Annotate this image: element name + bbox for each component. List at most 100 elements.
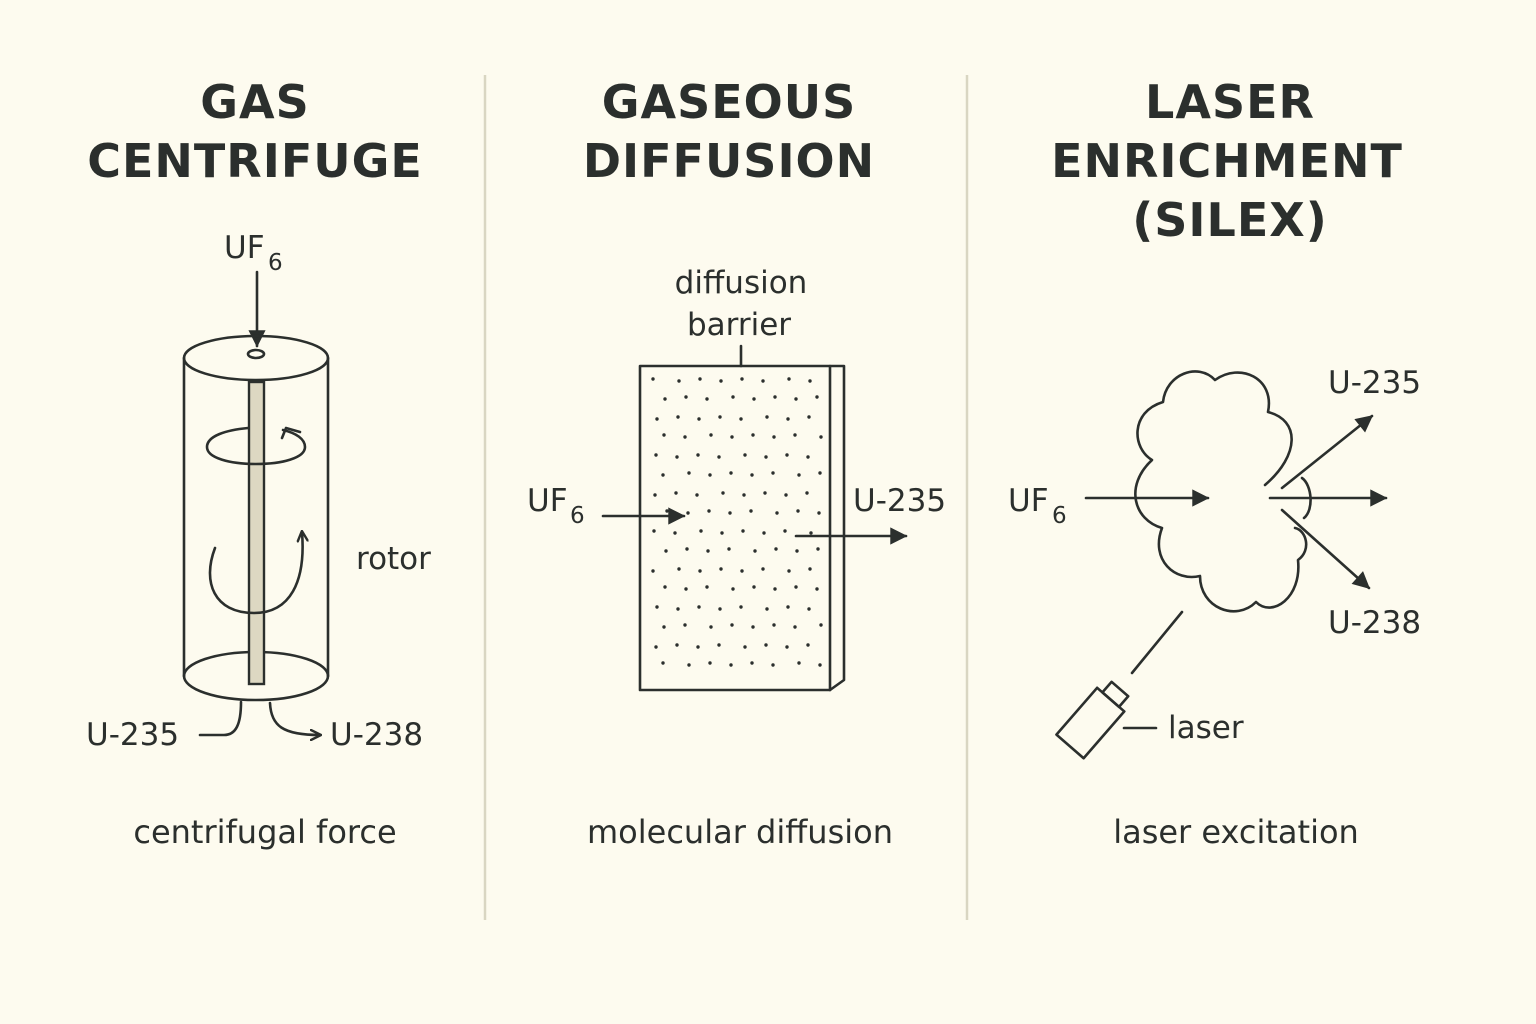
feed-subscript: 6 [570, 503, 585, 529]
barrier-pore-dot [665, 509, 669, 513]
barrier-pore-dot [730, 435, 734, 439]
barrier-pore-dot [771, 663, 775, 667]
barrier-pore-dot [685, 547, 689, 551]
barrier-label-line: barrier [687, 307, 791, 343]
panel-title-line: DIFFUSION [583, 134, 875, 188]
barrier-pore-dot [743, 645, 747, 649]
feed-label: UF [527, 483, 568, 519]
barrier-pore-dot [808, 379, 812, 383]
rotor-shaft [247, 380, 266, 686]
barrier-pore-dot [751, 625, 755, 629]
panel-title-line: GASEOUS [602, 75, 857, 129]
barrier-pore-dot [751, 433, 755, 437]
barrier-side [828, 364, 846, 692]
barrier-pore-dot [686, 511, 690, 515]
uf6-feed-label: UF 6 [224, 230, 283, 276]
u238-output-arrow [1280, 508, 1371, 590]
feed-label: UF [1008, 483, 1049, 519]
barrier-pore-dot [718, 415, 722, 419]
barrier-pore-dot [818, 663, 822, 667]
barrier-pore-dot [762, 531, 766, 535]
barrier-pore-dot [739, 605, 743, 609]
laser-body [1055, 686, 1126, 760]
barrier-pore-dot [717, 643, 721, 647]
laser-nozzle [1101, 680, 1130, 709]
panel-gaseous-diffusion: GASEOUS DIFFUSION diffusion barrier UF 6… [527, 75, 946, 851]
barrier-pore-dot [663, 585, 667, 589]
barrier-pore-dot [695, 493, 699, 497]
barrier-pore-dot [696, 645, 700, 649]
barrier-pore-dot [709, 433, 713, 437]
barrier-pore-dot [785, 645, 789, 649]
barrier-pore-dot [797, 661, 801, 665]
barrier-pore-dot [708, 473, 712, 477]
barrier-pore-dot [707, 509, 711, 513]
barrier-pore-dot [786, 605, 790, 609]
barrier-pore-dot [699, 529, 703, 533]
barrier-pore-dot [793, 433, 797, 437]
barrier-pore-dot [818, 471, 822, 475]
barrier-pore-dot [740, 377, 744, 381]
barrier-pore-dot [655, 417, 659, 421]
barrier-pore-dot [676, 607, 680, 611]
barrier-pore-dot [771, 471, 775, 475]
barrier-pore-dot [761, 567, 765, 571]
barrier-pore-dot [806, 455, 810, 459]
uf6-input-label: UF 6 [527, 483, 585, 529]
barrier-pore-dot [796, 509, 800, 513]
swirl-path [205, 426, 307, 466]
gas-cloud [1134, 370, 1308, 613]
barrier-pore-dot [705, 397, 709, 401]
barrier-pore-dot [727, 547, 731, 551]
barrier-pore-dot [708, 661, 712, 665]
barrier-pore-dot [674, 491, 678, 495]
barrier-pore-dot [741, 529, 745, 533]
barrier-pore-dot [731, 587, 735, 591]
barrier-pore-dot [684, 587, 688, 591]
barrier-pore-dot [753, 549, 757, 553]
swirl-arrowhead [280, 426, 302, 440]
barrier-pore-dot [749, 509, 753, 513]
barrier-pore-dot [743, 453, 747, 457]
barrier-pore-dot [654, 645, 658, 649]
barrier-pore-dot [721, 491, 725, 495]
barrier-pore-dot [677, 379, 681, 383]
diffusion-barrier [638, 364, 846, 692]
barrier-pore-dot [705, 585, 709, 589]
barrier-pore-dot [731, 395, 735, 399]
u238-label: U-238 [1328, 605, 1421, 641]
barrier-pore-dot [819, 435, 823, 439]
barrier-pore-dot [772, 623, 776, 627]
barrier-pore-dot [729, 471, 733, 475]
barrier-pore-dot [652, 529, 656, 533]
barrier-pore-dot [677, 567, 681, 571]
barrier-pore-dot [765, 607, 769, 611]
barrier-pore-dot [729, 663, 733, 667]
barrier-pore-dot [787, 569, 791, 573]
barrier-pore-dot [807, 607, 811, 611]
panel-gas-centrifuge: GAS CENTRIFUGE UF 6 rotor U-235 U-238 ce… [86, 75, 431, 851]
barrier-pore-dot [750, 661, 754, 665]
barrier-pore-dot [706, 549, 710, 553]
centrifuge-cylinder [182, 334, 330, 702]
rotor-label: rotor [356, 541, 431, 577]
barrier-pore-dot [651, 377, 655, 381]
panel-laser-enrichment: LASER ENRICHMENT (SILEX) UF 6 U-235 U-23… [1008, 75, 1421, 851]
barrier-pore-dot [663, 397, 667, 401]
barrier-pore-dot [687, 471, 691, 475]
barrier-pore-dot [661, 661, 665, 665]
barrier-pore-dot [697, 605, 701, 609]
barrier-pore-dot [709, 625, 713, 629]
barrier-pore-dot [752, 585, 756, 589]
u235-label: U-235 [86, 717, 179, 753]
laser-device [1055, 610, 1184, 760]
barrier-pore-dot [662, 433, 666, 437]
barrier-pore-dot [728, 511, 732, 515]
barrier-pore-dot [742, 493, 746, 497]
feed-subscript: 6 [1052, 503, 1067, 529]
barrier-pore-dot [683, 623, 687, 627]
panel-title-line: CENTRIFUGE [87, 134, 423, 188]
panel-caption: laser excitation [1113, 813, 1359, 851]
barrier-pore-dot [817, 511, 821, 515]
